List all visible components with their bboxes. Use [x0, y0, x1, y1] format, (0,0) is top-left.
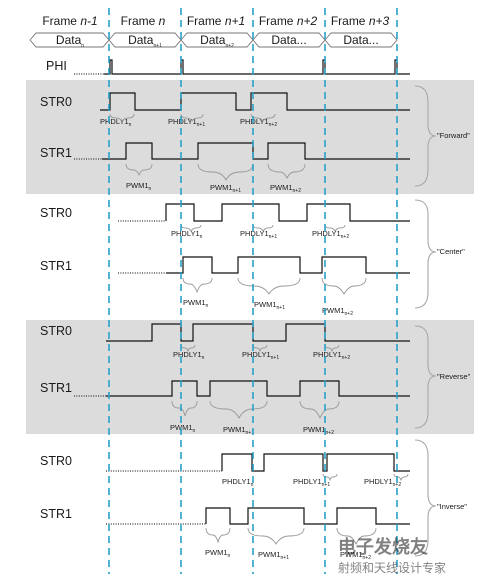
- reverse-str0-waveform: [106, 323, 410, 342]
- center-phdly-n: PHDLY1n: [171, 229, 203, 240]
- forward-mode-label: "Forward": [437, 131, 470, 140]
- forward-str0-label: STR0: [40, 95, 72, 109]
- watermark-top-text: 电子发烧友: [338, 536, 428, 557]
- forward-pwm-n2: PWM1n+2: [270, 183, 301, 194]
- data-label-4: Data...: [343, 33, 378, 47]
- forward-phdly-n: PHDLY1n: [100, 117, 132, 128]
- inverse-pwm-n: PWM1n: [205, 548, 231, 559]
- forward-str0-waveform: [100, 92, 410, 111]
- inverse-pwm-brace-n: [205, 527, 231, 544]
- reverse-mode-label: "Reverse": [437, 372, 471, 381]
- inverse-pwm-n1: PWM1n+1: [258, 550, 289, 561]
- reverse-str0-label: STR0: [40, 324, 72, 338]
- reverse-phdly-brace-n: [180, 344, 196, 353]
- data-row: Datan Datan+1 Datan+2 Data... Data...: [29, 32, 398, 49]
- inverse-phdly-n2: PHDLY1n+2: [364, 477, 401, 488]
- reverse-phdly-brace-n1: [252, 344, 268, 353]
- reverse-pwm-brace-n2: [299, 400, 340, 420]
- center-phdly-n1: PHDLY1n+1: [240, 229, 277, 240]
- center-phdly-n2: PHDLY1n+2: [312, 229, 349, 240]
- reverse-phdly-n: PHDLY1n: [173, 350, 205, 361]
- reverse-pwm-brace-n1: [209, 400, 268, 419]
- inverse-str0-waveform: [221, 453, 410, 472]
- reverse-str1-waveform: [106, 380, 410, 397]
- phi-waveform: [104, 59, 410, 75]
- inverse-phdly-brace-n2: [393, 473, 409, 482]
- watermark-logo: 电子发烧友 射频和天线设计专家: [338, 536, 446, 575]
- reverse-str1-label: STR1: [40, 381, 72, 395]
- frame-label-n: Frame n: [121, 14, 166, 28]
- frame-label-n+2: Frame n+2: [259, 14, 318, 28]
- data-cell-4: [324, 32, 398, 48]
- forward-str1-label: STR1: [40, 146, 72, 160]
- inverse-pwm-n2: PWM1n+2: [340, 550, 371, 561]
- center-pwm-brace-n1: [237, 277, 301, 295]
- center-str0-waveform: [165, 203, 410, 222]
- center-pwm-n: PWM1n: [183, 298, 209, 309]
- frame-label-n+1: Frame n+1: [187, 14, 245, 28]
- inverse-str1-label: STR1: [40, 507, 72, 521]
- center-phdly-brace-n1: [252, 224, 274, 232]
- forward-pwm-brace-n1: [197, 163, 254, 182]
- data-label-3: Data...: [271, 33, 306, 47]
- inverse-mode-label: "Inverse": [437, 502, 467, 511]
- reverse-mode-brace: [414, 325, 437, 429]
- center-pwm-n2: PWM1n+2: [322, 306, 353, 317]
- forward-pwm-n1: PWM1n+1: [210, 183, 241, 194]
- center-phdly-brace-n2: [324, 224, 346, 232]
- reverse-phdly-n2: PHDLY1n+2: [313, 350, 350, 361]
- forward-phdly-brace-n2: [250, 113, 276, 122]
- inverse-phdly-n: PHDLY1n: [222, 477, 254, 488]
- reverse-section-band: [26, 320, 474, 434]
- forward-pwm-brace-n2: [267, 163, 306, 180]
- inverse-str1-waveform: [205, 507, 410, 525]
- forward-phdly-brace-n1: [180, 113, 204, 122]
- inverse-pwm-brace-n1: [247, 527, 305, 545]
- phi-label: PHI: [46, 59, 67, 73]
- data-label-0: Datan: [56, 33, 84, 49]
- watermark-bottom-text: 射频和天线设计专家: [338, 560, 446, 575]
- frame-dividers: [108, 8, 398, 574]
- center-phdly-brace-n: [180, 224, 202, 232]
- forward-phdly-n1: PHDLY1n+1: [168, 117, 205, 128]
- data-label-2: Datan+2: [200, 33, 234, 49]
- center-str0-label: STR0: [40, 206, 72, 220]
- center-pwm-brace-n: [182, 277, 213, 294]
- forward-mode-brace: [414, 85, 437, 187]
- forward-phdly-brace-n: [109, 113, 135, 122]
- inverse-pwm-brace-n2: [336, 527, 377, 546]
- forward-pwm-n: PWM1n: [126, 181, 152, 192]
- inverse-phdly-n1: PHDLY1n+1: [293, 477, 330, 488]
- forward-pwm-brace-n: [125, 163, 153, 177]
- reverse-pwm-n: PWM1n: [170, 423, 196, 434]
- center-pwm-brace-n2: [321, 277, 367, 295]
- reverse-pwm-n1: PWM1n+1: [223, 425, 254, 436]
- frame-label-n+3: Frame n+3: [331, 14, 390, 28]
- reverse-pwm-n2: PWM1n+2: [303, 425, 334, 436]
- frame-header: Frame n-1 Frame n Frame n+1 Frame n+2 Fr…: [42, 14, 389, 28]
- center-mode-brace: [414, 199, 437, 309]
- inverse-str0-label: STR0: [40, 454, 72, 468]
- forward-section-band: [26, 80, 474, 194]
- center-mode-label: "Center": [437, 247, 465, 256]
- forward-phdly-n2: PHDLY1n+2: [240, 117, 277, 128]
- reverse-phdly-brace-n2: [324, 344, 340, 353]
- forward-str1-waveform: [102, 142, 410, 160]
- reverse-pwm-brace-n: [171, 400, 198, 417]
- center-str1-waveform: [166, 256, 410, 274]
- data-label-1: Datan+1: [128, 33, 162, 49]
- reverse-phdly-n1: PHDLY1n+1: [242, 350, 279, 361]
- inverse-mode-brace: [414, 439, 437, 557]
- frame-label-n-1: Frame n-1: [42, 14, 97, 28]
- center-str1-label: STR1: [40, 259, 72, 273]
- center-pwm-n1: PWM1n+1: [254, 300, 285, 311]
